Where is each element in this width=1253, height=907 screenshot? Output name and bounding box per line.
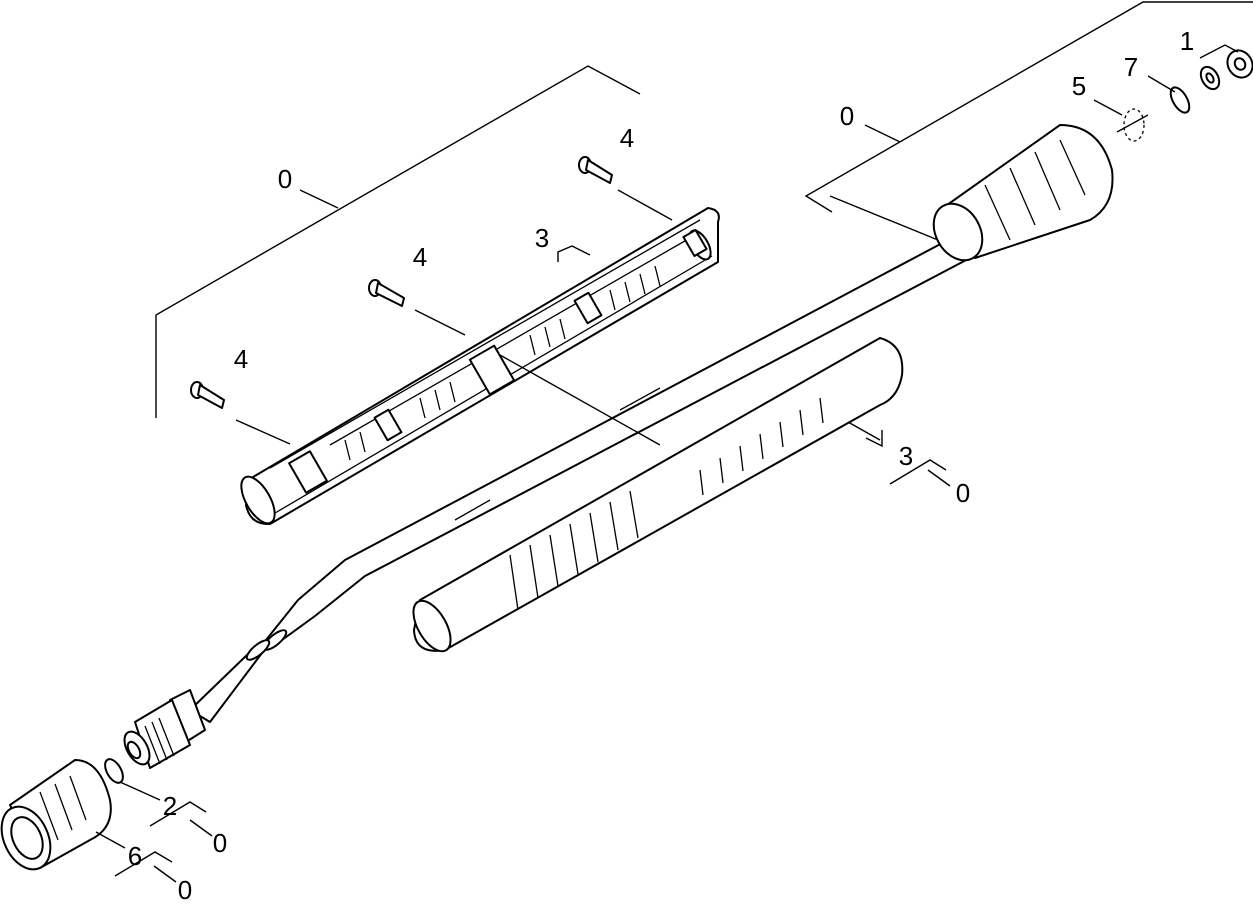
handle-half-a <box>240 207 720 526</box>
nut-washer <box>1199 44 1253 91</box>
callout-union-nut-group: 0 <box>178 875 192 905</box>
seal-ring <box>1093 99 1149 142</box>
callout-o-ring-bottom: 2 <box>163 791 177 821</box>
callout-o-ring-bottom-group: 0 <box>213 828 227 858</box>
callout-screw-left: 4 <box>234 344 248 374</box>
lance-fitting <box>123 689 206 769</box>
screw-left <box>190 381 291 445</box>
callout-handle-half-b-group: 0 <box>956 478 970 508</box>
callout-nut-washer: 1 <box>1180 26 1194 56</box>
callout-labels: 0 4 3 4 4 0 5 7 1 3 0 2 0 6 0 <box>128 26 1194 905</box>
screw-bosses <box>288 228 708 494</box>
union-nut <box>0 759 126 871</box>
callout-union-nut: 6 <box>128 841 142 871</box>
o-ring-top <box>1147 75 1191 114</box>
handle-b-grip <box>509 397 824 611</box>
handle-ribs <box>344 265 661 461</box>
o-ring-bottom <box>104 758 161 801</box>
leader-boss <box>499 354 661 446</box>
callout-seal-ring: 5 <box>1072 71 1086 101</box>
callout-upper-handle-group: 0 <box>278 164 292 194</box>
screw-middle <box>368 279 466 336</box>
screw-top <box>578 156 673 221</box>
callout-brackets <box>114 245 951 883</box>
callout-lance-group: 0 <box>840 101 854 131</box>
callout-o-ring-top: 7 <box>1124 52 1138 82</box>
group-bracket-right <box>804 1 1253 241</box>
callout-screw-top: 4 <box>620 123 634 153</box>
handle-half-b <box>412 337 904 653</box>
group-bracket-left <box>155 65 641 418</box>
callout-handle-half-a: 3 <box>535 223 549 253</box>
callout-handle-half-b: 3 <box>899 441 913 471</box>
lance-union-nut <box>932 124 1114 262</box>
callout-screw-middle: 4 <box>413 242 427 272</box>
